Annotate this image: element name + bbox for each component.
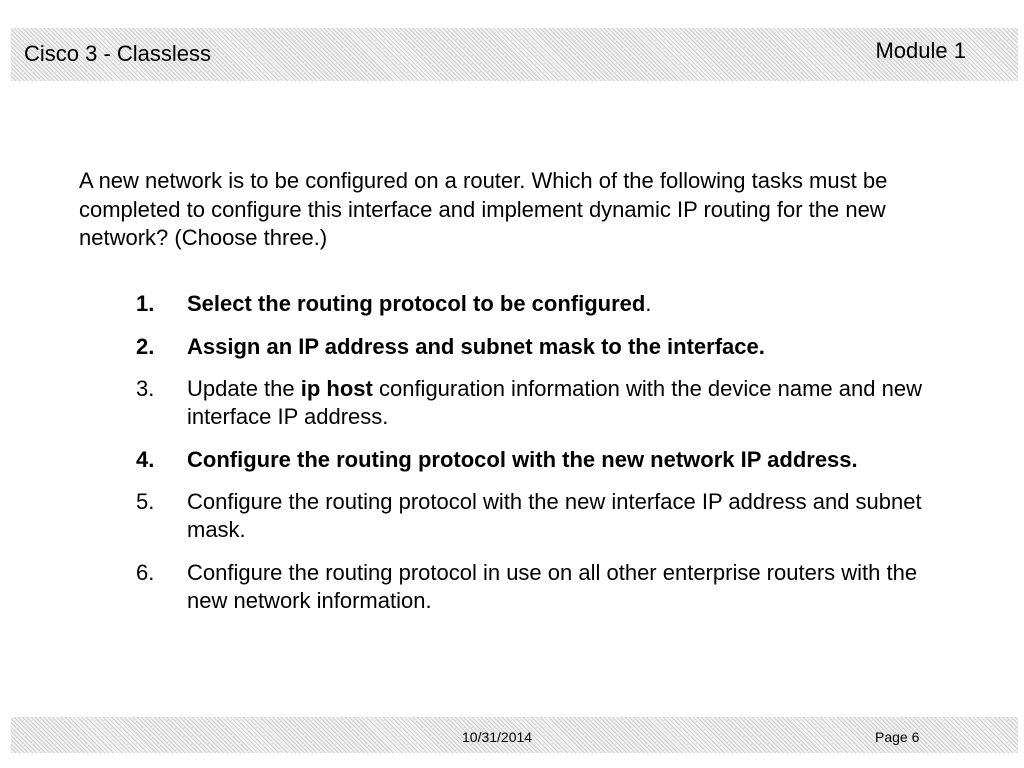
option-number: 2. [136, 333, 155, 359]
option-number: 4. [136, 446, 155, 472]
module-label: Module 1 [875, 38, 966, 63]
option-number: 5. [136, 489, 155, 514]
answer-option-5: 5. Configure the routing protocol with t… [136, 488, 936, 544]
question-text: A new network is to be configured on a r… [79, 168, 888, 250]
option-text: Assign an IP address and subnet mask to … [187, 333, 765, 359]
footer-date: 10/31/2014 [462, 729, 533, 745]
option-text-pre: Update the [187, 376, 301, 401]
answer-option-2: 2. Assign an IP address and subnet mask … [136, 333, 936, 361]
option-text: Configure the routing protocol with the … [187, 446, 858, 472]
answer-option-4: 4. Configure the routing protocol with t… [136, 446, 936, 474]
option-keyword: ip host [300, 376, 373, 401]
option-text: Configure the routing protocol with the … [187, 489, 922, 542]
option-text-post: configuration information with the devic… [187, 376, 922, 429]
option-text: Update the ip host configuration informa… [187, 375, 936, 431]
answer-option-3: 3. Update the ip host configuration info… [136, 375, 936, 431]
option-number: 6. [136, 559, 155, 585]
answer-options-list: 1. Select the routing protocol to be con… [136, 290, 936, 629]
answer-option-6: 6. Configure the routing protocol in use… [136, 559, 936, 615]
answer-option-1: 1. Select the routing protocol to be con… [136, 290, 936, 318]
option-number: 3. [136, 376, 155, 401]
option-text: Select the routing protocol to be config… [187, 290, 936, 318]
option-text-bold: Select the routing protocol to be config… [187, 291, 646, 316]
footer-band: 10/31/2014 Page 6 [11, 717, 1018, 753]
slide-header-title: Cisco 3 - Classless [24, 41, 212, 66]
option-number: 1. [136, 291, 155, 316]
option-suffix: . [645, 291, 652, 316]
header-band: Cisco 3 - Classless Module 1 [11, 28, 1018, 81]
page-number: Page 6 [875, 729, 920, 745]
option-text: Configure the routing protocol in use on… [187, 559, 918, 613]
